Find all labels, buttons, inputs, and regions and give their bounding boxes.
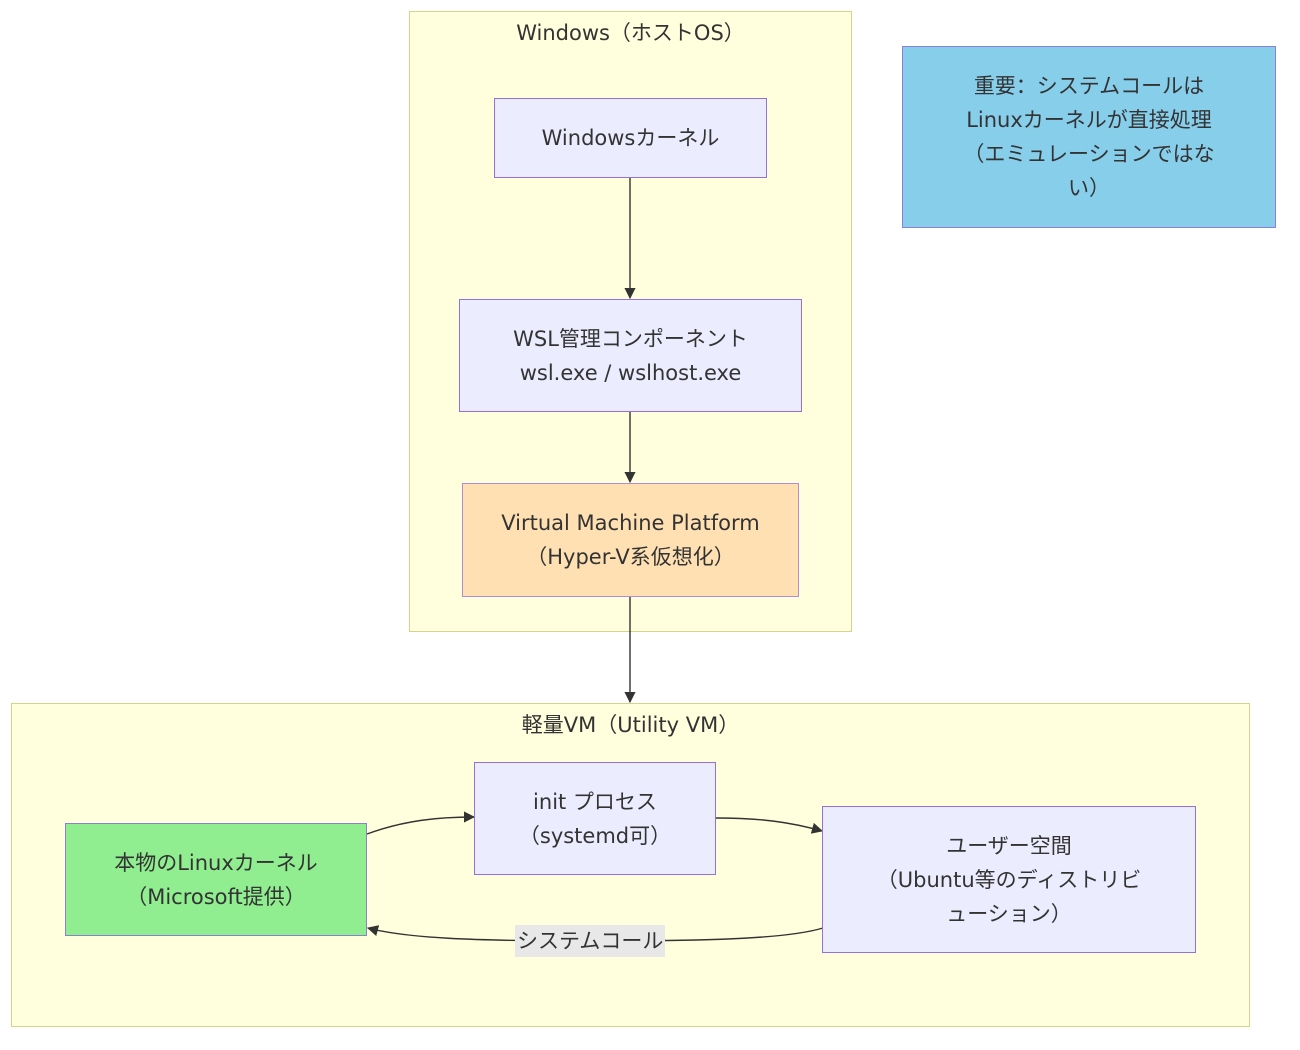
windows-kernel-label: Windowsカーネル: [541, 126, 720, 150]
virtual-machine-platform-node: Virtual Machine Platform （Hyper-V系仮想化）: [462, 483, 799, 597]
linux-kernel-node: 本物のLinuxカーネル （Microsoft提供）: [65, 823, 367, 936]
user-space-sub-label-1: （Ubuntu等のディストリビ: [876, 867, 1142, 892]
edge-init-to-userspace: [715, 817, 824, 834]
note-line-3: （エミュレーションではな: [963, 142, 1215, 166]
syscall-note-node: 重要：システムコールは Linuxカーネルが直接処理 （エミュレーションではな …: [902, 46, 1276, 228]
user-space-label: ユーザー空間: [946, 833, 1072, 858]
init-process-sub-label: （systemd可）: [518, 823, 672, 848]
utility-vm-title: 軽量VM（Utility VM）: [521, 713, 740, 737]
note-line-4: い）: [1068, 176, 1110, 200]
vmp-label: Virtual Machine Platform: [501, 511, 760, 535]
windows-kernel-node: Windowsカーネル: [494, 98, 767, 178]
wsl-management-label: WSL管理コンポーネント: [513, 326, 748, 351]
user-space-sub-label-2: ューション）: [946, 901, 1072, 926]
init-process-node: init プロセス （systemd可）: [474, 762, 716, 875]
vmp-sub-label: （Hyper-V系仮想化）: [526, 545, 735, 569]
edge-linuxkernel-to-init: [366, 811, 476, 835]
note-line-1: 重要：システムコールは: [973, 74, 1205, 98]
linux-kernel-label: 本物のLinuxカーネル: [114, 850, 318, 875]
user-space-node: ユーザー空間 （Ubuntu等のディストリビ ューション）: [822, 806, 1196, 953]
init-process-label: init プロセス: [533, 789, 657, 814]
note-line-2: Linuxカーネルが直接処理: [966, 108, 1212, 132]
linux-kernel-sub-label: （Microsoft提供）: [126, 884, 306, 909]
wsl-management-exe-label: wsl.exe / wslhost.exe: [519, 360, 742, 385]
syscall-edge-label: システムコール: [515, 925, 666, 957]
wsl-management-node: WSL管理コンポーネント wsl.exe / wslhost.exe: [459, 299, 802, 412]
windows-host-title: Windows（ホストOS）: [516, 21, 745, 45]
